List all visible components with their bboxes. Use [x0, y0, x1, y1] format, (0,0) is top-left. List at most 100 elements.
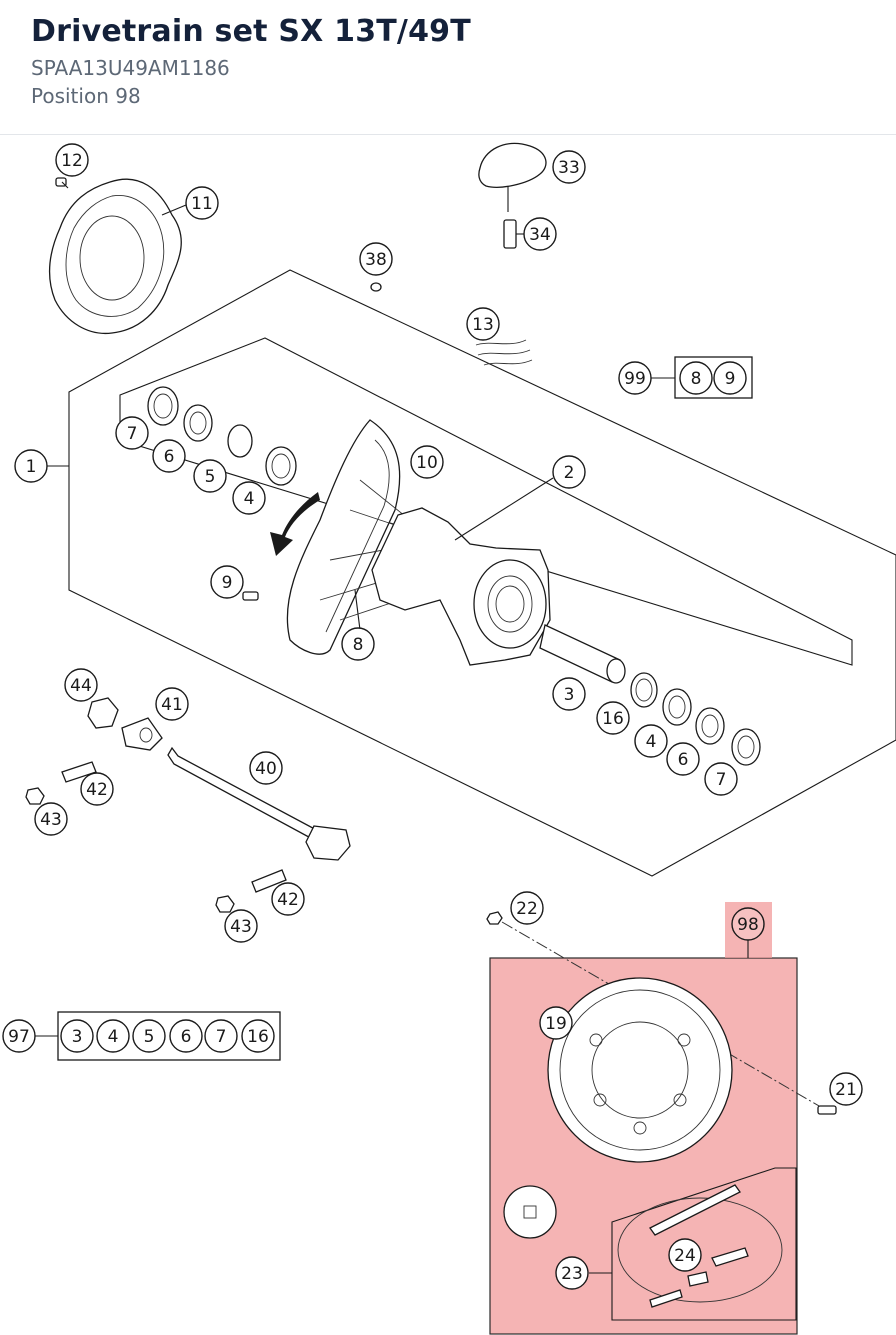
rotation-arrow-icon	[270, 492, 320, 556]
callout-c38[interactable]: 38	[359, 242, 393, 276]
page-title: Drivetrain set SX 13T/49T	[31, 14, 471, 49]
bearing-6-right[interactable]	[695, 707, 725, 745]
callout-circle	[634, 724, 668, 758]
part-33[interactable]	[478, 142, 547, 212]
nut-44[interactable]	[87, 697, 119, 729]
callout-c6b[interactable]: 6	[666, 742, 700, 776]
callout-number: 8	[691, 369, 702, 389]
kit-97-item[interactable]: 7	[204, 1019, 238, 1053]
callout-c6a[interactable]: 6	[152, 439, 186, 473]
nut-43-top[interactable]	[25, 787, 45, 805]
callout-circle	[224, 909, 258, 943]
callout-c2[interactable]: 2	[552, 455, 586, 489]
axle-40[interactable]	[167, 746, 351, 861]
chain-23[interactable]	[611, 1167, 797, 1321]
callout-c5[interactable]: 5	[193, 459, 227, 493]
kit-99-label[interactable]: 99	[618, 361, 652, 395]
callout-c12[interactable]: 12	[55, 143, 89, 177]
article-number: SPAA13U49AM1186	[31, 56, 230, 80]
callout-circle	[185, 186, 219, 220]
callout-number: 4	[108, 1027, 119, 1047]
nut-22[interactable]	[486, 911, 503, 925]
callout-number: 7	[716, 770, 727, 790]
seal-16[interactable]	[630, 672, 658, 708]
callout-c33[interactable]: 33	[552, 150, 586, 184]
kit-97-item[interactable]: 4	[96, 1019, 130, 1053]
callout-number: 11	[191, 194, 213, 214]
bolt-21[interactable]	[817, 1105, 837, 1115]
circlip-5[interactable]	[227, 424, 253, 458]
callout-circle	[210, 565, 244, 599]
callout-circle	[829, 1072, 863, 1106]
callout-c7b[interactable]: 7	[704, 762, 738, 796]
callout-c42a[interactable]: 42	[80, 772, 114, 806]
part-9[interactable]	[242, 591, 259, 601]
callout-c44[interactable]: 44	[64, 668, 98, 702]
kit-97-item[interactable]: 5	[132, 1019, 166, 1053]
callout-c10[interactable]: 10	[410, 445, 444, 479]
callout-number: 38	[365, 250, 387, 270]
callout-c1[interactable]: 1	[14, 449, 48, 483]
brake-disc-part[interactable]	[48, 178, 182, 335]
kit-97-label[interactable]: 97	[2, 1019, 36, 1053]
callout-c9[interactable]: 9	[210, 565, 244, 599]
callout-c23[interactable]: 23	[555, 1256, 589, 1290]
callout-c43a[interactable]: 43	[34, 802, 68, 836]
adjuster-41[interactable]	[121, 717, 163, 751]
callout-number: 6	[678, 750, 689, 770]
callout-number: 7	[127, 424, 138, 444]
bearing-4-left[interactable]	[265, 446, 297, 486]
callout-c13[interactable]: 13	[466, 307, 500, 341]
callout-c19[interactable]: 19	[539, 1006, 573, 1040]
callout-circle	[115, 416, 149, 450]
callout-c3[interactable]: 3	[552, 677, 586, 711]
front-sprocket[interactable]	[503, 1185, 557, 1239]
callout-c24[interactable]: 24	[668, 1238, 702, 1272]
hub-2-part[interactable]	[371, 507, 551, 666]
bolt-12-part[interactable]	[55, 177, 69, 189]
callout-circle	[731, 907, 765, 941]
part-34[interactable]	[503, 219, 517, 249]
callout-c22[interactable]: 22	[510, 891, 544, 925]
callout-number: 23	[561, 1264, 583, 1284]
bearing-6-left[interactable]	[183, 404, 213, 442]
rear-sprocket-19[interactable]	[547, 977, 733, 1163]
rim-8-part[interactable]	[286, 419, 401, 655]
callout-c41[interactable]: 41	[155, 687, 189, 721]
pin-42-top[interactable]	[61, 761, 97, 783]
callout-c21[interactable]: 21	[829, 1072, 863, 1106]
spacer-3[interactable]	[539, 624, 626, 684]
callout-c8[interactable]: 8	[341, 627, 375, 661]
part-13[interactable]	[475, 339, 533, 366]
seal-7-left[interactable]	[147, 386, 179, 426]
callout-circle	[34, 802, 68, 836]
kit-99-item[interactable]: 8	[679, 361, 713, 395]
callout-c40[interactable]: 40	[249, 751, 283, 785]
callout-c4a[interactable]: 4	[232, 481, 266, 515]
callout-c4b[interactable]: 4	[634, 724, 668, 758]
callout-c7a[interactable]: 7	[115, 416, 149, 450]
kit-99-item[interactable]: 9	[713, 361, 747, 395]
bearing-4-right[interactable]	[662, 688, 692, 726]
callout-c98[interactable]: 98	[731, 907, 765, 941]
nut-43-bottom[interactable]	[215, 895, 235, 913]
callout-circle	[152, 439, 186, 473]
callout-number: 5	[144, 1027, 155, 1047]
callout-c16[interactable]: 16	[596, 701, 630, 735]
leader-2	[454, 477, 554, 541]
callout-circle	[359, 242, 393, 276]
callout-c43b[interactable]: 43	[224, 909, 258, 943]
callout-c11[interactable]: 11	[185, 186, 219, 220]
callout-circle	[193, 459, 227, 493]
kit-97-item[interactable]: 3	[60, 1019, 94, 1053]
callout-c42b[interactable]: 42	[271, 882, 305, 916]
chain-link-24[interactable]	[687, 1271, 709, 1287]
pin-42-bottom[interactable]	[251, 869, 287, 893]
callout-number: 43	[230, 917, 252, 937]
kit-97-item[interactable]: 6	[169, 1019, 203, 1053]
seal-7-right[interactable]	[731, 728, 761, 766]
wheel-assembly-outline	[68, 269, 896, 877]
kit-97-item[interactable]: 16	[241, 1019, 275, 1053]
part-38[interactable]	[370, 282, 382, 292]
callout-c34[interactable]: 34	[523, 217, 557, 251]
